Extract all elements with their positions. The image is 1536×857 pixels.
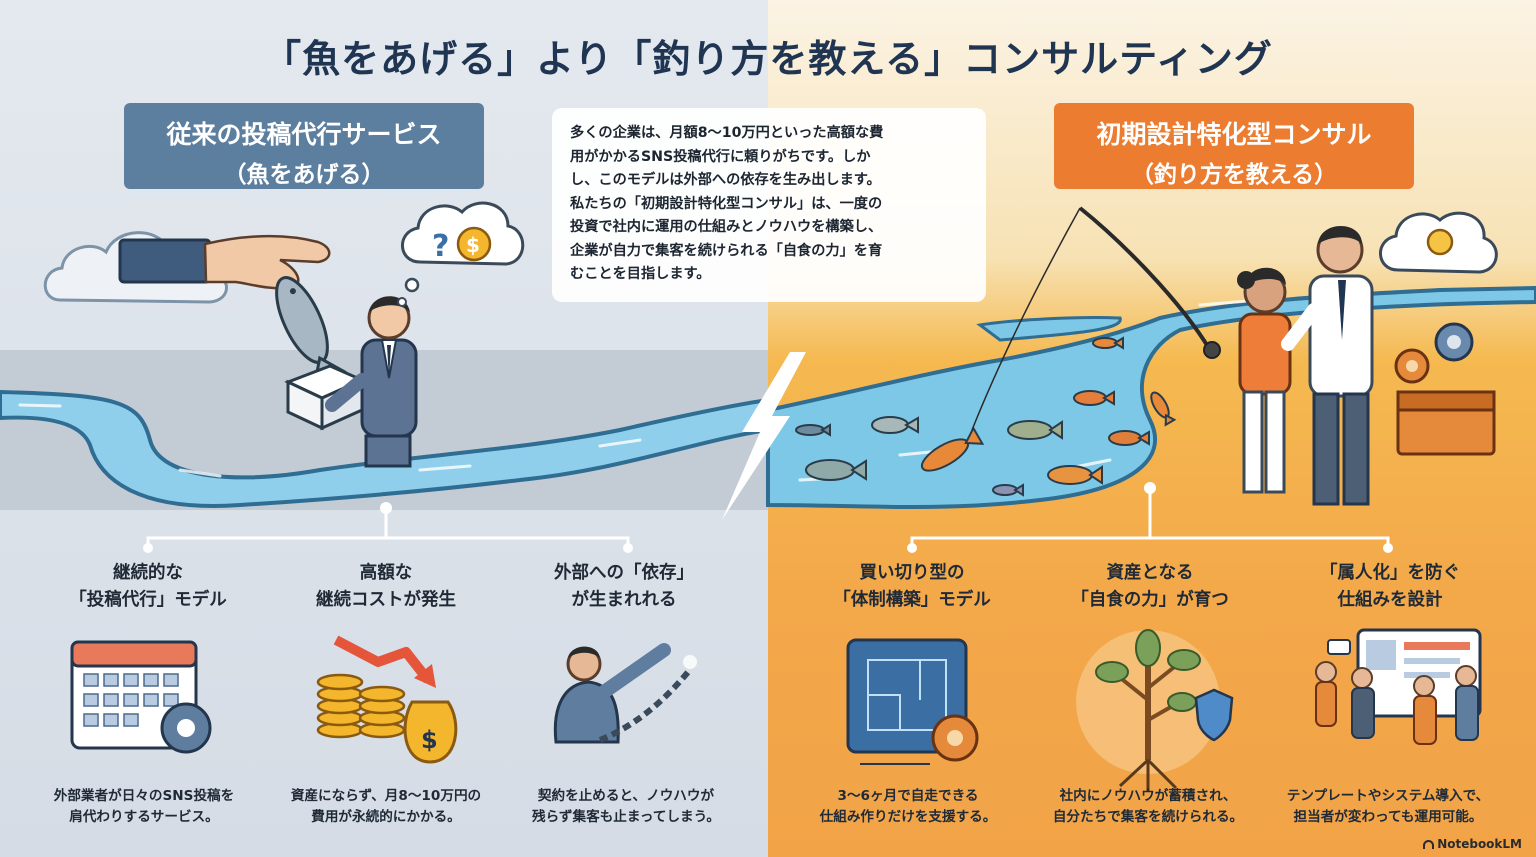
businessman-figure: [325, 296, 418, 468]
intro-line: 多くの企業は、月額8〜10万円といった高額な費: [570, 125, 884, 141]
mentor-figure: [1281, 226, 1374, 506]
calendar-gear-icon: [70, 640, 212, 754]
woman-figure: [1237, 267, 1292, 494]
left-col-3-title: 外部への「依存」が生まれれる: [554, 563, 694, 610]
right-col-3-title: 「属人化」を防ぐ仕組みを設計: [1320, 563, 1460, 610]
right-col-2-desc: 社内にノウハウが蓄積され、自分たちで集客を続けられる。: [1052, 788, 1244, 825]
sleeve: [118, 238, 212, 284]
right-col-3-desc: テンプレートやシステム導入で、担当者が変わっても運用可能。: [1286, 788, 1490, 825]
consulting-service-label: 初期設計特化型コンサル （釣り方を教える）: [1054, 103, 1414, 189]
brand-watermark: NotebookLM: [1423, 837, 1522, 851]
giving-hand: [203, 234, 331, 290]
river-fish-group: [795, 336, 1177, 497]
chained-person-icon: [553, 643, 697, 744]
intro-line: 私たちの「初期設計特化型コンサル」は、一度の: [570, 195, 883, 212]
right-col-2-title: 資産となる「自食の力」が育つ: [1071, 563, 1229, 610]
growing-tree-icon: [1076, 629, 1234, 792]
right-col-1-desc: 3〜6ヶ月で自走できる仕組み作りだけを支援する。: [819, 788, 997, 825]
lightbulb-icon: [1426, 228, 1454, 256]
left-col-1-title: 継続的な「投稿代行」モデル: [69, 563, 227, 610]
blueprint-gear-icon: [846, 638, 979, 765]
intro-line: し、このモデルは外部への依存を生み出します。: [570, 172, 881, 188]
svg-text:$: $: [421, 726, 438, 754]
coins-down-arrow-icon: $: [316, 635, 458, 764]
intro-line: むことを目指します。: [570, 266, 711, 282]
right-col-1-title: 買い切り型の「体制構築」モデル: [833, 563, 991, 610]
left-col-2-title: 高額な継続コストが発生: [316, 563, 456, 610]
shield-icon: [1194, 688, 1234, 742]
main-title: 「魚をあげる」より「釣り方を教える」コンサルティング: [263, 37, 1273, 81]
left-col-1-desc: 外部業者が日々のSNS投稿を肩代わりするサービス。: [53, 788, 235, 825]
intro-line: 企業が自力で集客を続けられる「自食の力」を育: [570, 242, 883, 259]
question-mark: ?: [432, 229, 449, 264]
left-col-3-desc: 契約を止めると、ノウハウが残らず集客も止まってしまう。: [532, 788, 720, 825]
intro-text-box: 多くの企業は、月額8〜10万円といった高額な費 用がかかるSNS投稿代行に頼りが…: [552, 108, 986, 302]
coin-icon: [456, 226, 492, 262]
money-bag-icon: [403, 700, 458, 764]
left-col-2-desc: 資産にならず、月8〜10万円の費用が永続的にかかる。: [290, 788, 482, 825]
intro-line: 投資で社内に運用の仕組みとノウハウを構築し、: [570, 219, 883, 235]
team-dashboard-icon: [1315, 628, 1482, 745]
svg-text:$: $: [466, 233, 480, 257]
notebook-logo-icon: [1423, 840, 1435, 849]
traditional-service-label: 従来の投稿代行サービス （魚をあげる）: [124, 103, 484, 189]
lightning-divider: [722, 352, 806, 520]
intro-line: 用がかかるSNS投稿代行に頼りがちです。しか: [570, 148, 871, 165]
fishing-rod: [1078, 206, 1212, 352]
